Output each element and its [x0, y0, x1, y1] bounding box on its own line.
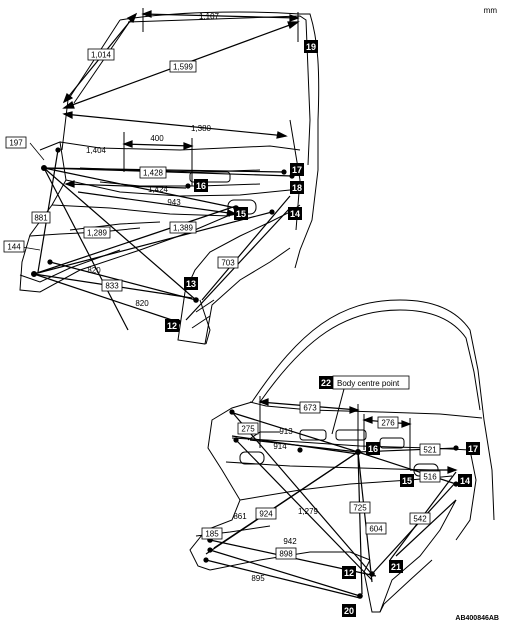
svg-text:16: 16 [196, 181, 206, 191]
top-dimension-labels: 1,107 1,014 1,599 1,380 400 1,404 1,428 … [3, 12, 239, 308]
svg-text:14: 14 [290, 209, 300, 219]
dim-881-box: 881 [31, 211, 51, 224]
marker-14-b: 14 [458, 474, 472, 487]
dim-144: 144 [7, 243, 21, 252]
dim-1380: 1,380 [191, 124, 212, 133]
dim-1289: 1,289 [87, 229, 108, 238]
dim-898: 898 [279, 550, 293, 559]
dim-820-b: 820 [135, 299, 149, 308]
svg-text:15: 15 [236, 209, 246, 219]
marker-20: 20 [342, 604, 356, 617]
dim-1389: 1,389 [173, 224, 194, 233]
dim-185-box: 185 [201, 527, 223, 540]
marker-22: 22 [321, 378, 331, 388]
dim-1289-box: 1,289 [83, 226, 111, 239]
dim-1107: 1,107 [199, 12, 220, 21]
svg-text:17: 17 [468, 444, 478, 454]
svg-text:13: 13 [186, 279, 196, 289]
dim-197: 197 [9, 139, 23, 148]
dim-275: 275 [241, 425, 255, 434]
dim-1428-box: 1,428 [139, 166, 167, 179]
dim-276-box: 276 [377, 416, 399, 429]
body-centre-callout: 22 Body centre point [319, 375, 410, 435]
marker-21: 21 [389, 560, 403, 573]
dim-725: 725 [353, 504, 367, 513]
marker-13: 13 [184, 277, 198, 290]
dim-1014-box: 1,014 [87, 48, 115, 61]
svg-text:17: 17 [292, 165, 302, 175]
dim-924: 924 [259, 510, 273, 519]
dim-833: 833 [105, 282, 119, 291]
figure-code: AB400846AB [455, 615, 499, 622]
svg-text:15: 15 [402, 476, 412, 486]
dim-861: 861 [233, 512, 247, 521]
dim-1428: 1,428 [143, 169, 164, 178]
bottom-body-outline [189, 299, 495, 613]
dim-275-box: 275 [237, 422, 259, 435]
dim-521: 521 [423, 446, 437, 455]
unit-label: mm [483, 6, 497, 15]
dim-725-box: 725 [349, 501, 371, 514]
dim-1599-box: 1,599 [169, 60, 197, 73]
svg-text:16: 16 [368, 444, 378, 454]
dim-197-box: 197 [5, 136, 27, 149]
svg-text:12: 12 [344, 568, 354, 578]
dim-673: 673 [303, 404, 317, 413]
dim-400: 400 [150, 134, 164, 143]
dim-542-box: 542 [409, 512, 431, 525]
dim-924-box: 924 [255, 507, 277, 520]
top-point-markers: 19 17 18 16 15 14 13 12 [165, 40, 318, 332]
dim-833-box: 833 [101, 279, 123, 292]
marker-16: 16 [194, 179, 208, 192]
dim-516-box: 516 [419, 470, 441, 483]
dim-820-a: 820 [87, 266, 101, 275]
marker-15-b: 15 [400, 474, 414, 487]
marker-19: 19 [304, 40, 318, 53]
dim-881: 881 [34, 214, 48, 223]
svg-text:12: 12 [167, 321, 177, 331]
bottom-dimension-labels: 673 276 275 913 914 521 516 861 924 1,27… [201, 401, 441, 583]
marker-15: 15 [234, 207, 248, 220]
dim-895: 895 [251, 574, 265, 583]
dim-521-box: 521 [419, 443, 441, 456]
marker-14: 14 [288, 207, 302, 220]
dim-898-box: 898 [275, 547, 297, 560]
dim-673-box: 673 [299, 401, 321, 414]
svg-text:19: 19 [306, 42, 316, 52]
dim-1014: 1,014 [91, 51, 112, 60]
dim-185: 185 [205, 530, 219, 539]
dim-913: 913 [279, 427, 293, 436]
dim-542: 542 [413, 515, 427, 524]
dim-942: 942 [283, 537, 297, 546]
dim-703: 703 [221, 259, 235, 268]
dim-604-box: 604 [365, 522, 387, 535]
dim-1404: 1,404 [86, 146, 107, 155]
marker-12-b: 12 [342, 566, 356, 579]
marker-18: 18 [290, 181, 304, 194]
svg-text:14: 14 [460, 476, 470, 486]
dim-703-box: 703 [217, 256, 239, 269]
svg-text:20: 20 [344, 606, 354, 616]
dim-604: 604 [369, 525, 383, 534]
bottom-point-markers: 16 17 15 14 12 21 20 [342, 442, 480, 617]
marker-12: 12 [165, 319, 179, 332]
marker-16-b: 16 [366, 442, 380, 455]
dim-1424: 1,424 [148, 185, 169, 194]
svg-text:18: 18 [292, 183, 302, 193]
dim-1279: 1,279 [298, 507, 319, 516]
marker-17-b: 17 [466, 442, 480, 455]
dim-516: 516 [423, 473, 437, 482]
body-centre-label: Body centre point [337, 379, 400, 388]
dim-1599: 1,599 [173, 63, 194, 72]
dim-943: 943 [167, 198, 181, 207]
dim-1389-box: 1,389 [169, 221, 197, 234]
marker-17: 17 [290, 163, 304, 176]
dim-276: 276 [381, 419, 395, 428]
svg-text:21: 21 [391, 562, 401, 572]
dim-144-box: 144 [3, 240, 25, 253]
dim-914: 914 [273, 442, 287, 451]
